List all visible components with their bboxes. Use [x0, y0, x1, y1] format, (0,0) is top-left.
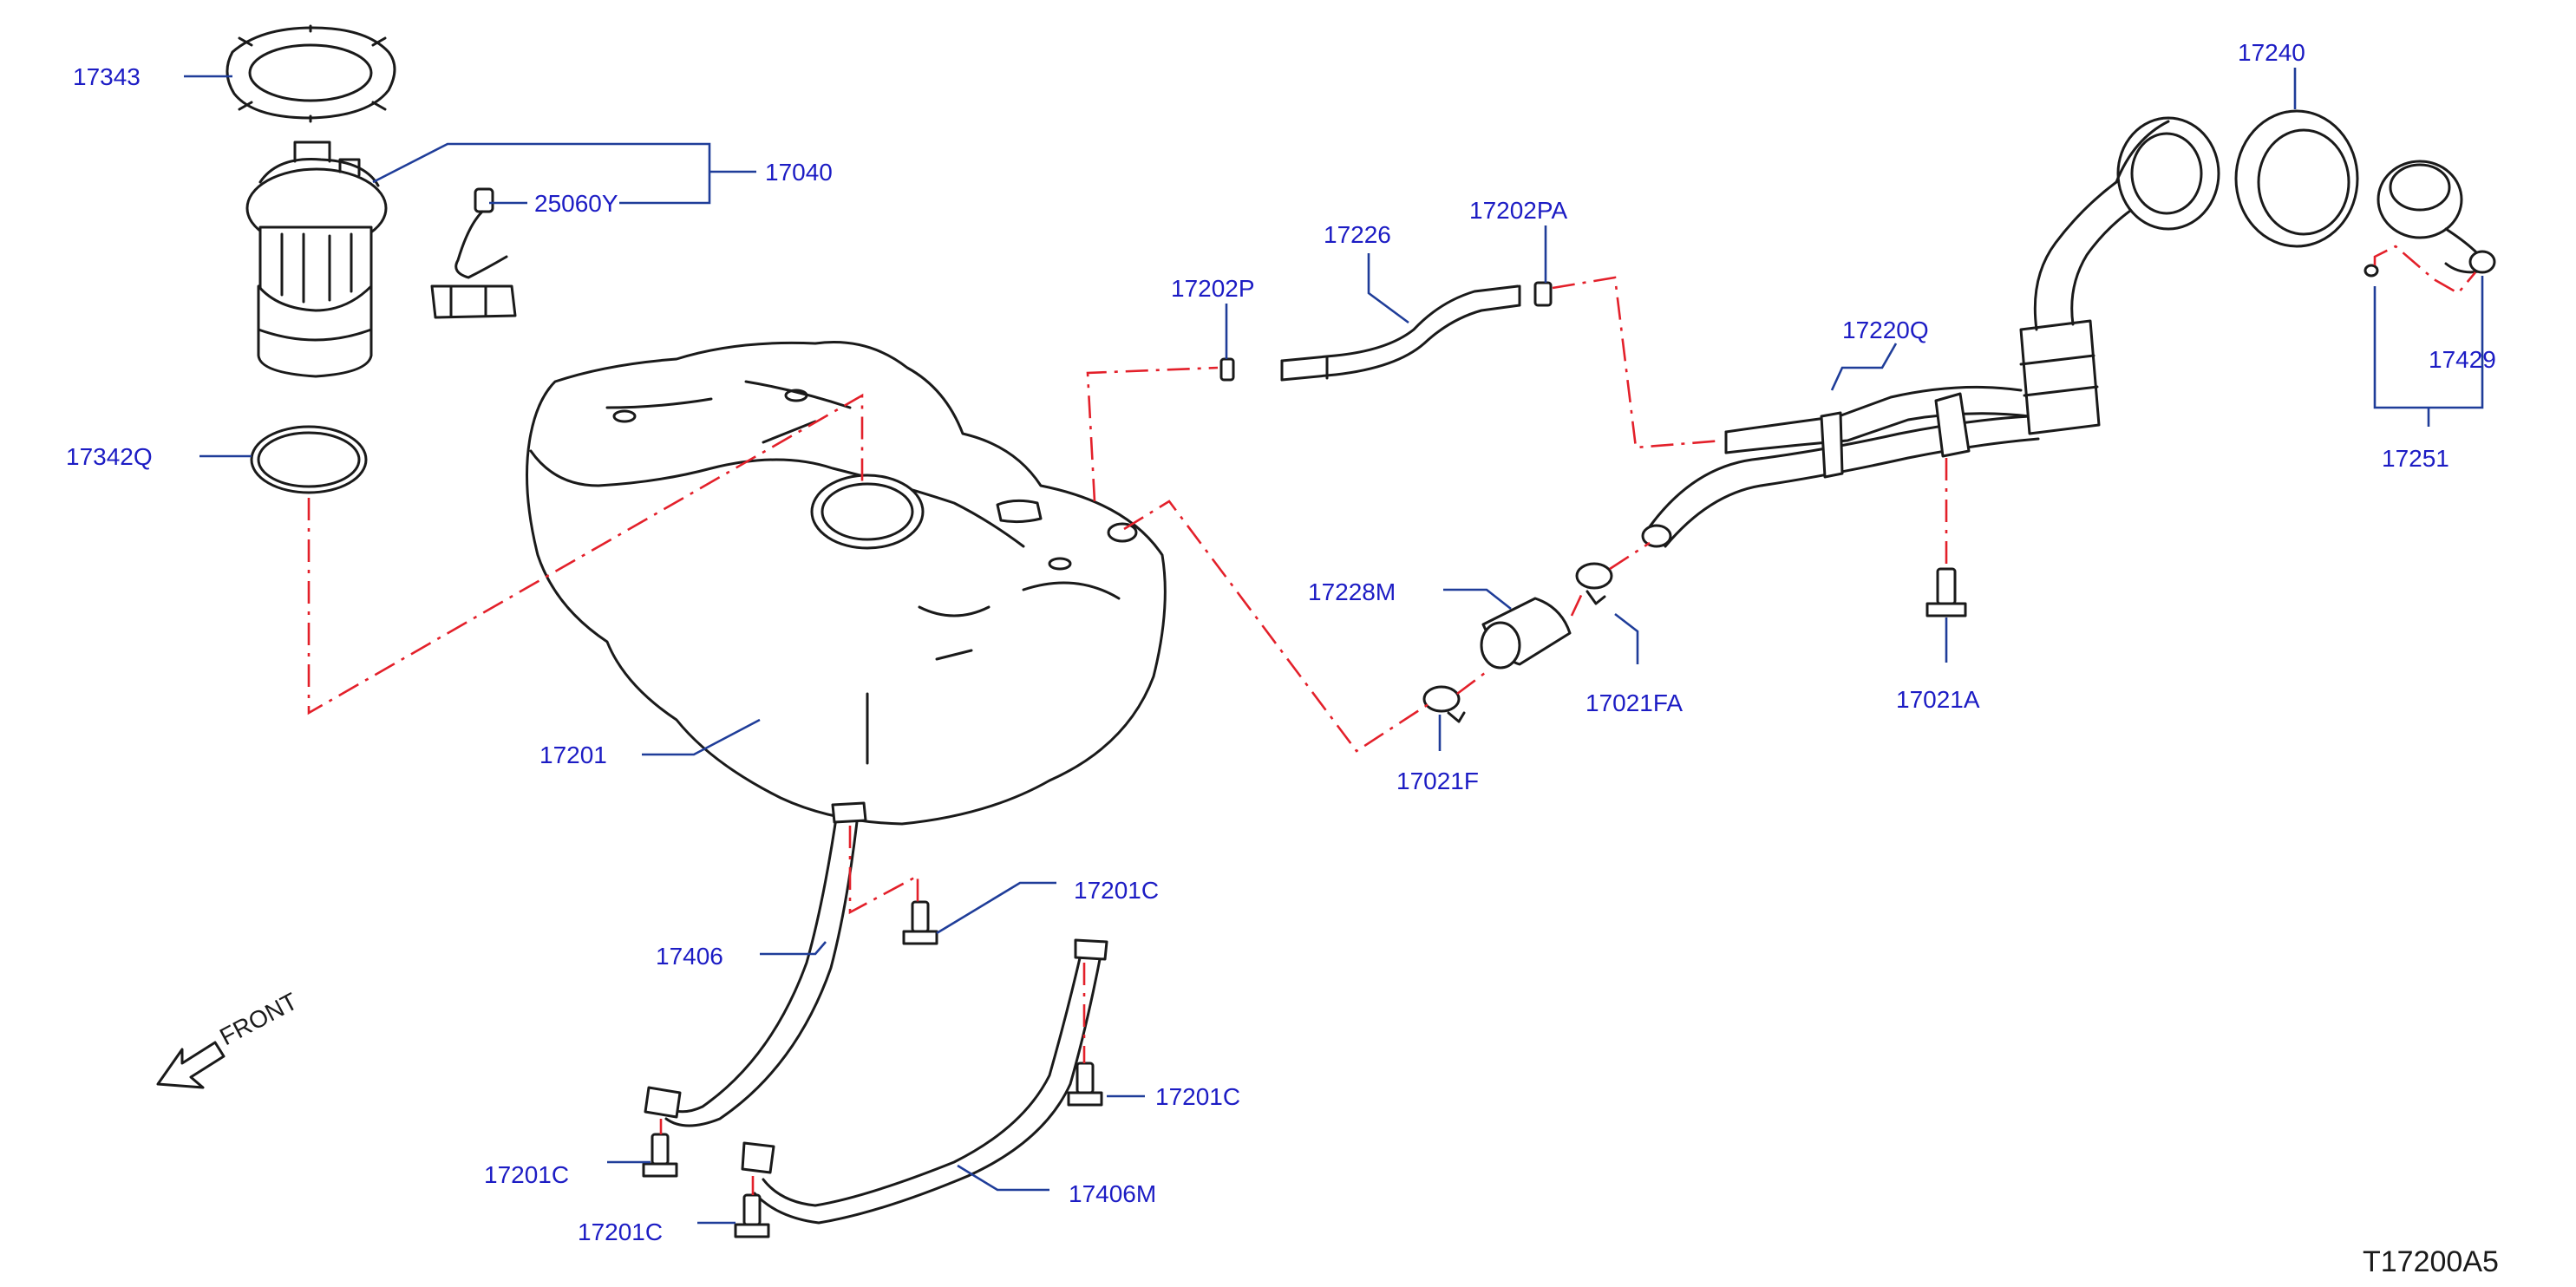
label-17228M[interactable]: 17228M — [1308, 578, 1396, 605]
reference-lines — [307, 245, 2476, 1195]
tank-strap-rear-part — [741, 938, 1108, 1225]
filler-hose-part — [1480, 597, 1572, 670]
label-17202PA[interactable]: 17202PA — [1469, 197, 1567, 224]
label-17343[interactable]: 17343 — [73, 63, 141, 90]
connector-17202P-part — [1219, 357, 1235, 382]
label-17021A[interactable]: 17021A — [1896, 686, 1980, 713]
label-17201C-d[interactable]: 17201C — [578, 1218, 663, 1245]
bolt-17201C-a-part — [902, 900, 938, 945]
tank-strap-front-part — [644, 801, 867, 1127]
label-17429[interactable]: 17429 — [2429, 346, 2496, 373]
front-label: FRONT — [215, 988, 302, 1051]
label-17202P[interactable]: 17202P — [1171, 275, 1255, 302]
front-direction-indicator: FRONT — [156, 988, 302, 1089]
hose-clamp-upper-part — [1575, 562, 1613, 605]
filler-gasket-part — [2234, 109, 2359, 248]
label-17226[interactable]: 17226 — [1324, 221, 1391, 248]
fuel-pump-module-part — [245, 140, 388, 378]
part-labels: 17343 17040 25060Y 17342Q 17201 17202P 1… — [66, 39, 2496, 1245]
lock-ring-part — [226, 24, 396, 123]
tank-gasket-part — [250, 425, 368, 494]
bolt-17201C-b-part — [1067, 1062, 1103, 1107]
fuel-tank-part — [526, 341, 1167, 826]
front-arrow-icon — [156, 1041, 226, 1089]
hose-clamp-lower-part — [1422, 685, 1466, 723]
fuel-level-sender-part — [430, 187, 517, 319]
label-17201C-b[interactable]: 17201C — [1155, 1083, 1240, 1110]
label-17342Q[interactable]: 17342Q — [66, 443, 153, 470]
label-17201C-a[interactable]: 17201C — [1074, 877, 1159, 904]
bolt-17201C-c-part — [642, 1133, 678, 1178]
label-25060Y[interactable]: 25060Y — [534, 190, 618, 217]
label-17201C-c[interactable]: 17201C — [484, 1161, 569, 1188]
leader-lines — [184, 68, 2484, 1225]
label-17021FA[interactable]: 17021FA — [1585, 689, 1683, 716]
diagram-code: T17200A5 — [2363, 1245, 2499, 1278]
label-17406[interactable]: 17406 — [656, 943, 723, 970]
connector-17202PA-part — [1533, 281, 1553, 307]
filler-tube-part — [1641, 116, 2220, 548]
label-17201[interactable]: 17201 — [539, 741, 607, 768]
cap-tether-part — [2468, 250, 2496, 274]
bolt-17021A-part — [1925, 567, 1967, 617]
vent-hose-part — [1280, 284, 1521, 382]
label-17220Q[interactable]: 17220Q — [1842, 317, 1929, 343]
label-17040[interactable]: 17040 — [765, 159, 833, 186]
label-17251[interactable]: 17251 — [2382, 445, 2449, 472]
bolt-17201C-d-part — [734, 1193, 770, 1238]
label-17240[interactable]: 17240 — [2238, 39, 2305, 66]
label-17021F[interactable]: 17021F — [1396, 768, 1479, 794]
label-17406M[interactable]: 17406M — [1069, 1180, 1156, 1207]
